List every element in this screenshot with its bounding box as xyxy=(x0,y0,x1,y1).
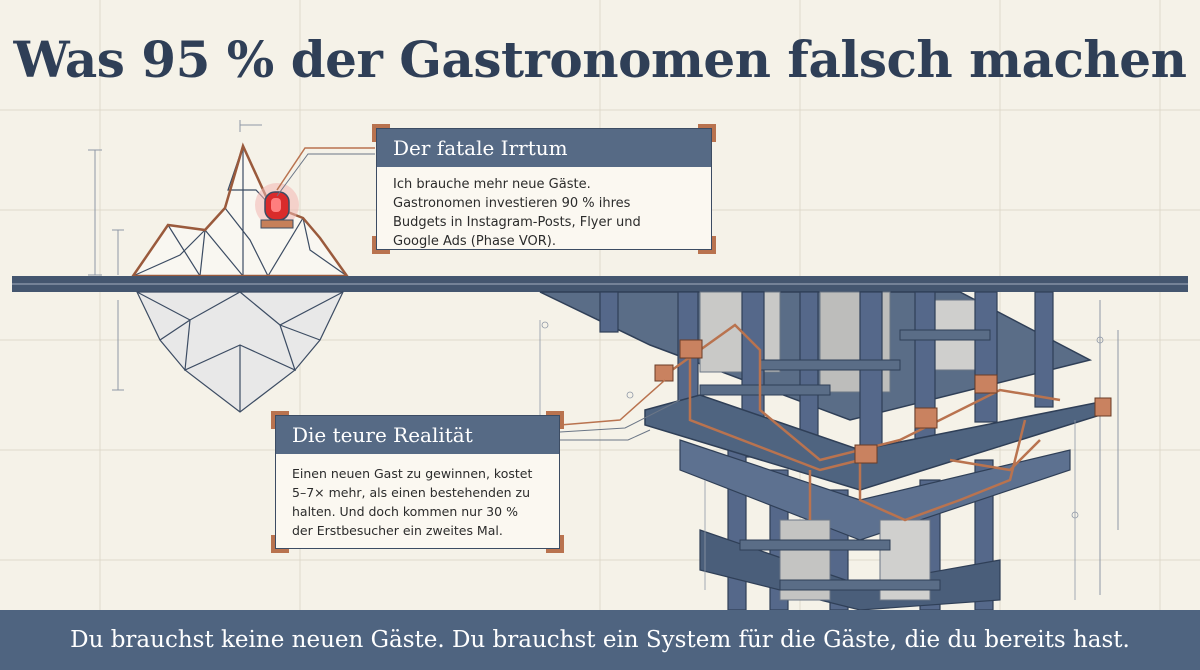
corner-bracket xyxy=(271,535,289,553)
corner-bracket xyxy=(271,411,289,429)
card-text: Einen neuen Gast zu gewinnen, kostet 5–7… xyxy=(276,454,559,540)
corner-bracket xyxy=(372,236,390,254)
iceberg-outline xyxy=(130,142,350,278)
card-heading: Die teure Realität xyxy=(276,416,559,454)
foundation-structure xyxy=(539,291,1112,611)
alarm-light-icon xyxy=(255,183,299,229)
card-text-line: 5–7× mehr, als einen bestehenden zu xyxy=(292,485,531,500)
card-text-line: Budgets in Instagram-Posts, Flyer und xyxy=(393,215,641,230)
corner-bracket xyxy=(546,411,564,429)
page-title: Was 95 % der Gastronomen falsch machen xyxy=(13,30,1187,89)
card-text-line: Gastronomen investieren 90 % ihres xyxy=(393,196,631,211)
card-heading: Der fatale Irrtum xyxy=(377,129,711,167)
corner-bracket xyxy=(372,124,390,142)
card-text-line: Ich brauche mehr neue Gäste. xyxy=(393,177,591,192)
corner-bracket xyxy=(546,535,564,553)
corner-bracket xyxy=(698,124,716,142)
footer-banner: Du brauchst keine neuen Gäste. Du brauch… xyxy=(0,610,1200,670)
card-text-line: Einen neuen Gast zu gewinnen, kostet xyxy=(292,466,533,481)
card-fatal-misconception: Der fatale Irrtum Ich brauche mehr neue … xyxy=(372,124,716,254)
card-expensive-reality: Die teure Realität Einen neuen Gast zu g… xyxy=(271,411,564,553)
iceberg-tip xyxy=(131,144,349,278)
corner-bracket xyxy=(698,236,716,254)
card-text: Ich brauche mehr neue Gäste. Gastronomen… xyxy=(377,167,711,251)
card-text-line: halten. Und doch kommen nur 30 % xyxy=(292,504,518,519)
card-text-line: Google Ads (Phase VOR). xyxy=(393,234,556,249)
iceberg-base xyxy=(136,291,344,413)
card-text-line: der Erstbesucher ein zweites Mal. xyxy=(292,523,503,538)
dimension-lines xyxy=(88,120,1119,595)
connector-line-1 xyxy=(276,147,375,191)
